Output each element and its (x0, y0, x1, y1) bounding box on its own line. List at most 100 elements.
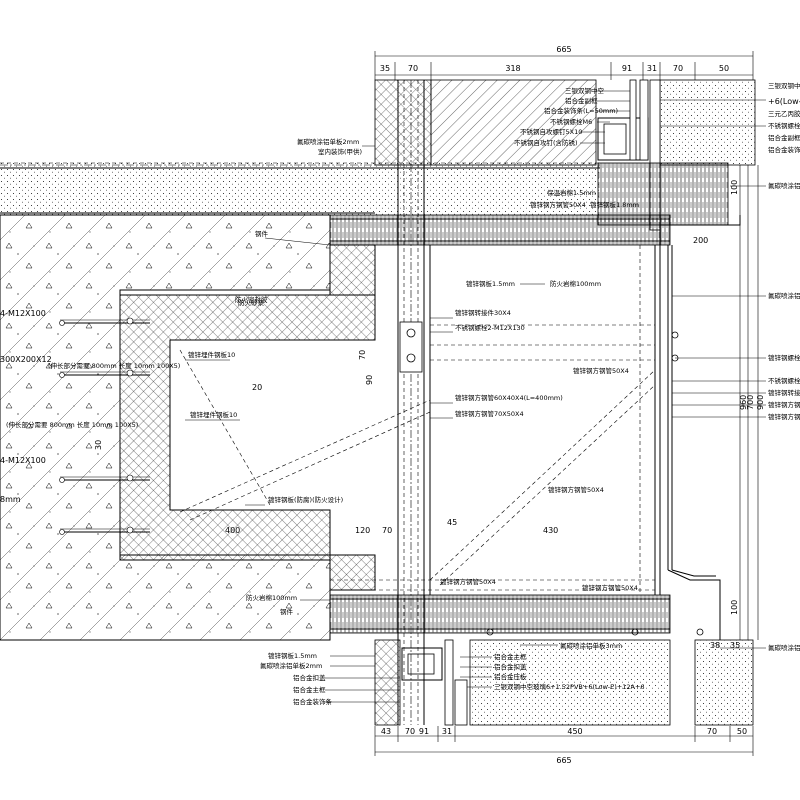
label-fire-seal-bot: 钢件 (280, 607, 294, 616)
dim-430: 430 (543, 526, 558, 535)
dim-bot-31: 31 (442, 727, 452, 736)
label-steel-50x4-mid: 镀锌钢方钢管50X4 (573, 366, 629, 375)
dim-bot-43: 43 (381, 727, 391, 736)
label-bottom-left-3: 铝合金装饰条 (293, 697, 333, 706)
label-r-8: 镀锌钢螺栓2- (768, 353, 800, 362)
label-bottom-glass: 三银双钢中空玻璃6+1.52PVB+6(Low-E)+12A+6 (494, 682, 645, 691)
label-tr-4: 不锈钢自攻螺钉5X10 (520, 127, 582, 136)
label-tr-1: 铝合金副框 (565, 96, 598, 105)
label-rock-wool-100: 防火岩棉100mm (550, 279, 601, 288)
label-bolt-note-2: (伸长部分需要 800mm 长度 10mm 100X5) (6, 420, 138, 429)
dim-960: 960 (739, 395, 748, 410)
label-steel-60x40: 镀锌钢方钢管60X40X4(L=400mm) (455, 393, 563, 402)
label-r-1: +6(Low- (768, 97, 800, 106)
label-rebar-note: 防火砂浆 (238, 298, 265, 307)
label-bottom-left-2: 铝合金主框 (293, 685, 326, 694)
dim-45: 45 (447, 518, 457, 527)
label-bolt-note-1: (伸长部分需要 800mm 长度 10mm 100X5) (48, 361, 180, 370)
dim-20: 20 (252, 383, 262, 392)
dim-top-31: 31 (647, 64, 657, 73)
label-fire-board-1-5: 镀锌钢板1.5mm (466, 279, 515, 288)
label-steel-50x4-top: 镀锌钢方钢管50X4 (530, 200, 586, 209)
label-fire-seal: 防火密封胶 (235, 295, 268, 304)
label-sheet-3mm: 氟碳喷涂铝单板3mm (560, 641, 622, 650)
label-embed-plate-2: 镀锌埋件钢板10 (190, 410, 237, 419)
dim-700: 700 (746, 395, 755, 410)
dim-400: 400 (225, 526, 240, 535)
top-right-callouts: 三银双钢中空 铝合金副框 铝合金装饰条(L=50mm) 不锈钢螺栓M6 不锈钢自… (514, 86, 630, 147)
dim-top-50: 50 (719, 64, 729, 73)
anchor-bolt (59, 474, 150, 483)
label-r-3: 不锈钢螺栓M (768, 121, 800, 130)
dim-top-70b: 70 (673, 64, 683, 73)
label-steel-50x4-diag: 镀锌钢方钢管50X4 (548, 485, 604, 494)
dim-100-right-low: 100 (730, 600, 739, 615)
dim-top-70: 70 (408, 64, 418, 73)
dim-70: 70 (382, 526, 392, 535)
dim-bot-91: 91 (419, 727, 429, 736)
label-steel-70x50: 镀锌钢方钢管70X50X4 (455, 409, 524, 418)
label-fire-board-top: 保温岩棉1.5mm (547, 188, 596, 197)
label-bolt-2m12: 不锈钢螺栓2-M12X130 (455, 323, 525, 332)
lower-wall (374, 639, 754, 726)
label-r-2: 三元乙丙胶条 (768, 109, 800, 118)
label-bottom-left-1: 铝合金扣盖 (293, 673, 326, 682)
label-steel-30x4: 镀锌钢转接件30X4 (455, 308, 511, 317)
label-sheet-2mm-bot: 氟碳喷涂铝单板2mm (260, 661, 322, 670)
label-r-9: 不锈钢螺栓 (768, 376, 800, 385)
dim-bot-70: 70 (405, 727, 415, 736)
left-labels: 4-M12X100 300X200X12 4-M12X100 8mm (伸长部分… (0, 298, 343, 506)
dim-70v: 70 (358, 350, 367, 360)
dim-30: 30 (94, 440, 103, 450)
label-steel-piece: 钢件 (255, 229, 269, 238)
dim-120: 120 (355, 526, 370, 535)
label-r-10: 镀锌钢转接 (768, 388, 800, 397)
label-steel-board-18: 镀锌钢板1.8mm (590, 200, 639, 209)
fire-wool-top (329, 214, 671, 246)
bottom-dimensions: 43 70 91 31 450 70 50 665 (374, 726, 754, 765)
dim-bot-450: 450 (567, 727, 582, 736)
anchor-bolts (59, 317, 704, 636)
label-br-3: 铝合金压板 (494, 672, 527, 681)
label-steel-50x4-bot-1: 镀锌钢方钢管50X4 (440, 577, 496, 586)
steel-frame-hatched (119, 244, 376, 591)
label-r-7: 氟碳喷涂铝单板 (768, 291, 800, 300)
label-bolt-2: 4-M12X100 (0, 456, 46, 465)
dim-38: 38 (710, 641, 720, 650)
dim-bot-70b: 70 (707, 727, 717, 736)
label-fire-board-note: 镀锌钢板(防腐)(防火设计) (268, 495, 343, 504)
steel-structure (179, 80, 721, 725)
label-rock-wool-bot: 防火岩棉100mm (246, 593, 297, 602)
dim-top-318: 318 (505, 64, 520, 73)
label-top-sheet: 氟碳喷涂铝单板2mm (297, 137, 359, 146)
label-embed-plate-1: 镀锌埋件钢板10 (188, 350, 235, 359)
anchor-bolt (59, 369, 150, 378)
dim-bot-50: 50 (737, 727, 747, 736)
label-r-13: 氟碳喷涂铝单板 (768, 643, 800, 652)
dim-top-91: 91 (622, 64, 632, 73)
label-8mm: 8mm (0, 495, 21, 504)
dim-top-total: 665 (556, 45, 571, 54)
dim-90: 90 (365, 375, 374, 385)
label-r-5: 铝合金装饰条 (768, 145, 800, 154)
anchor-bolt (59, 317, 150, 326)
mid-labels: 氟碳喷涂铝单板2mm 室内装饰(甲供) 保温岩棉1.5mm 镀锌钢方钢管50X4… (235, 137, 645, 706)
label-fire-board-bot: 镀锌钢板1.5mm (268, 651, 317, 660)
anchor-bolt (59, 526, 150, 535)
label-r-0: 三银双钢中空玻璃 (768, 81, 800, 90)
top-dimensions: 665 35 70 318 91 31 70 50 (374, 45, 754, 80)
label-plate: 300X200X12 (0, 355, 52, 364)
label-br-2: 铝合金扣盖 (494, 662, 527, 671)
label-r-12: 镀锌钢方钢 (768, 412, 800, 421)
dim-100-right: 100 (730, 180, 739, 195)
label-r-4: 铝合金副框 (768, 133, 800, 142)
label-steel-50x4-bot-2: 镀锌钢方钢管50X4 (582, 583, 638, 592)
label-tr-2: 铝合金装饰条(L=50mm) (544, 106, 618, 115)
label-r-6: 氟碳喷涂铝单板 (768, 181, 800, 190)
dim-200: 200 (693, 236, 708, 245)
fire-wool-bottom (329, 594, 671, 634)
label-tr-3: 不锈钢螺栓M6 (550, 117, 592, 126)
inner-dimensions: 400 120 430 70 45 20 70 90 30 100 100 35… (94, 165, 765, 650)
dim-top-35: 35 (380, 64, 390, 73)
